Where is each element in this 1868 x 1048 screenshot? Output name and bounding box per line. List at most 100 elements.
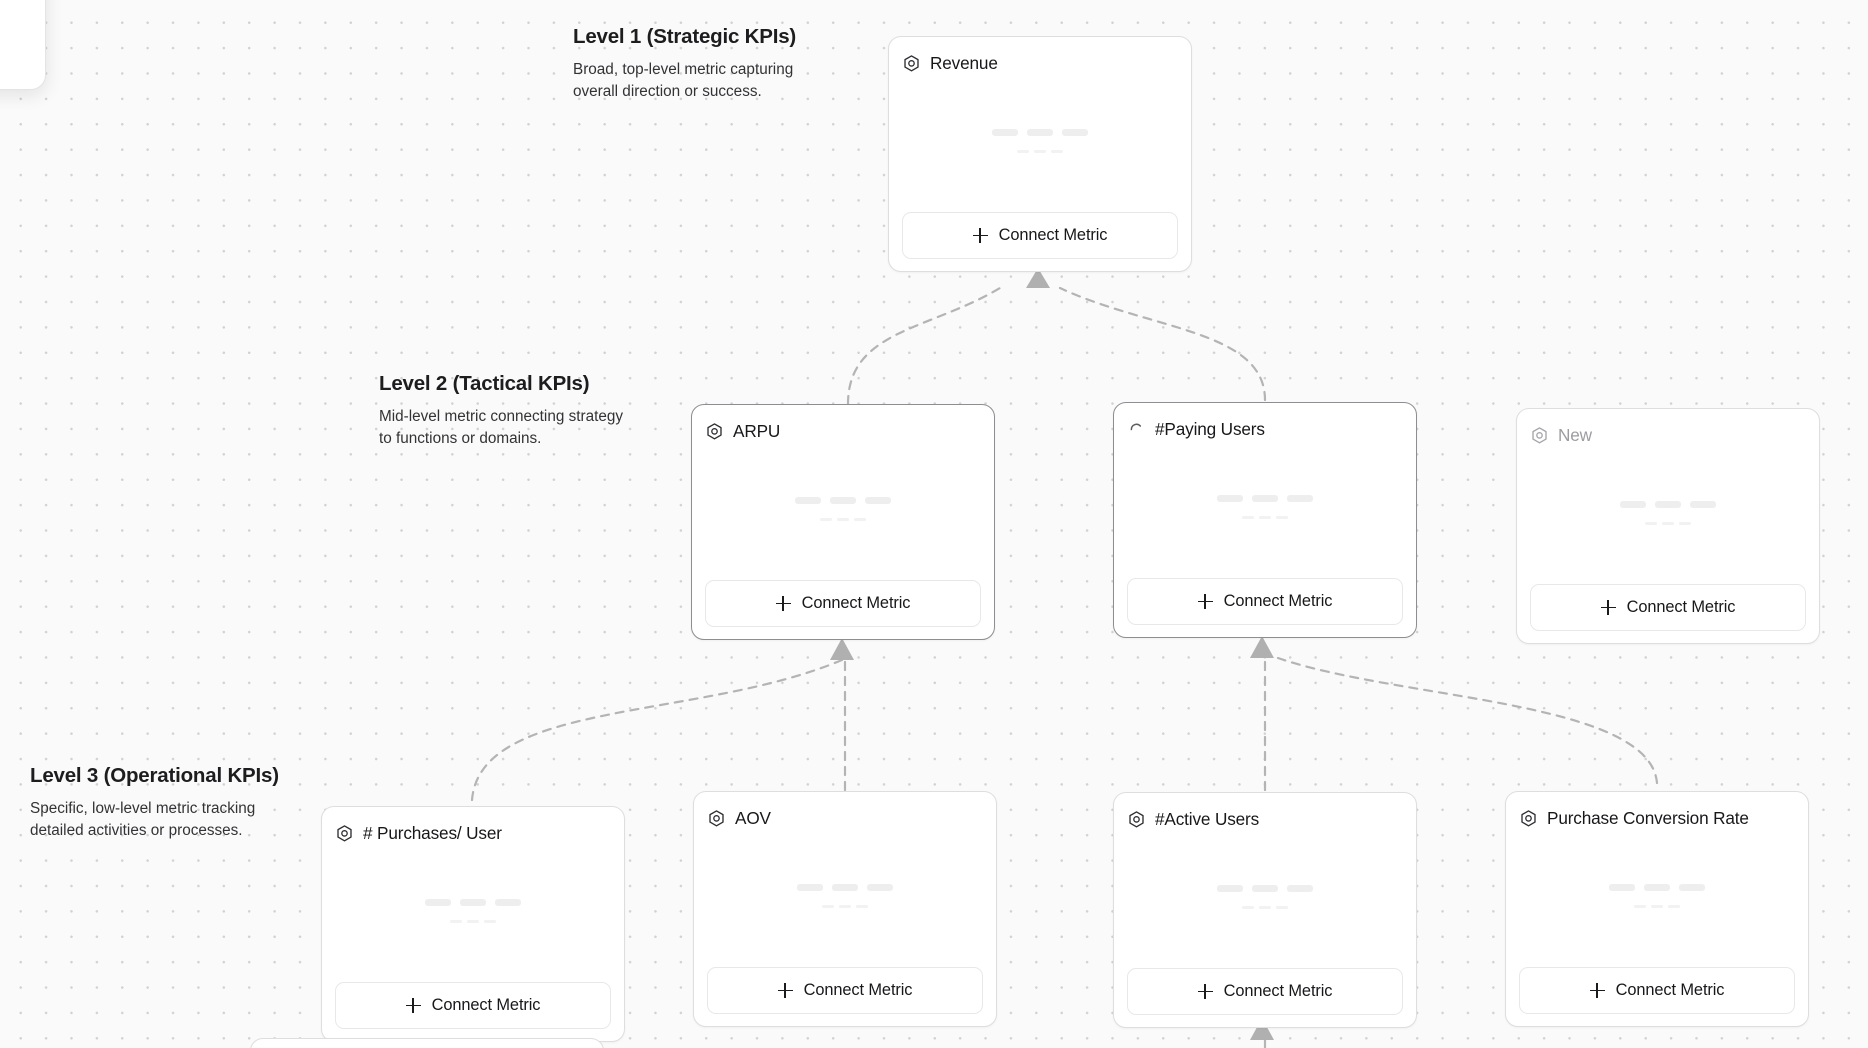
metric-card-paying-users[interactable]: #Paying Users Connect Metric — [1113, 402, 1417, 638]
floating-panel-fragment[interactable] — [0, 0, 46, 90]
skeleton-bar-small — [837, 517, 849, 522]
connect-metric-label: Connect Metric — [998, 226, 1108, 244]
card-title: ARPU — [733, 420, 781, 441]
metric-card-purchase-conversion-rate[interactable]: Purchase Conversion Rate Connect Metric — [1505, 791, 1809, 1027]
skeleton-row-primary — [992, 128, 1088, 136]
card-header: #Paying Users — [1127, 416, 1403, 442]
skeleton-bar — [425, 898, 451, 906]
skeleton-row-primary — [1217, 494, 1313, 502]
plus-icon — [1197, 594, 1213, 609]
skeleton-bar — [1287, 884, 1313, 892]
skeleton-bar-small — [1645, 521, 1657, 526]
skeleton-bar — [1217, 884, 1243, 892]
skeleton-row-primary — [1217, 884, 1313, 892]
metric-card-active-users[interactable]: #Active Users Connect Metric — [1113, 792, 1417, 1028]
skeleton-bar-small — [854, 517, 866, 522]
connect-metric-label: Connect Metric — [801, 594, 911, 612]
card-header: #Active Users — [1127, 806, 1403, 832]
card-header: # Purchases/ User — [335, 820, 611, 846]
card-title: #Paying Users — [1155, 418, 1265, 439]
connect-metric-button[interactable]: Connect Metric — [707, 967, 983, 1014]
card-skeleton-body — [902, 76, 1178, 212]
skeleton-row-secondary — [820, 517, 866, 522]
metric-card-purchases-per-user[interactable]: # Purchases/ User Connect Metric — [321, 806, 625, 1042]
level-1-description: Broad, top-level metric capturing overal… — [573, 61, 794, 100]
connect-metric-label: Connect Metric — [1615, 981, 1725, 999]
card-skeleton-body — [1519, 831, 1795, 967]
skeleton-bar-small — [467, 919, 479, 924]
skeleton-bar — [1644, 883, 1670, 891]
skeleton-bar-small — [1051, 149, 1063, 154]
connect-metric-button[interactable]: Connect Metric — [902, 212, 1178, 259]
plus-icon — [1600, 600, 1616, 615]
skeleton-row-primary — [1609, 883, 1705, 891]
metric-card-offscreen-bottom[interactable] — [250, 1038, 604, 1048]
hexagon-metric-icon — [1129, 810, 1144, 827]
connect-metric-button[interactable]: Connect Metric — [1127, 578, 1403, 625]
skeleton-bar-small — [820, 517, 832, 522]
skeleton-row-primary — [795, 496, 891, 504]
skeleton-bar — [832, 883, 858, 891]
skeleton-bar — [1027, 128, 1053, 136]
level-3-description: Specific, low-level metric tracking deta… — [30, 800, 256, 839]
card-header: Purchase Conversion Rate — [1519, 805, 1795, 831]
skeleton-bar-small — [1242, 905, 1254, 910]
level-note-3: Level 3 (Operational KPIs) Specific, low… — [30, 764, 282, 841]
skeleton-bar — [1609, 883, 1635, 891]
skeleton-bar — [1655, 500, 1681, 508]
plus-icon — [777, 983, 793, 998]
skeleton-bar — [830, 496, 856, 504]
connect-metric-button[interactable]: Connect Metric — [705, 580, 981, 627]
card-header: Revenue — [902, 50, 1178, 76]
plus-icon — [1197, 984, 1213, 999]
skeleton-bar-small — [856, 904, 868, 909]
card-title: Revenue — [930, 52, 998, 73]
metric-card-aov[interactable]: AOV Connect Metric — [693, 791, 997, 1027]
skeleton-bar-small — [1276, 515, 1288, 520]
card-skeleton-body — [1127, 832, 1403, 968]
metric-card-arpu[interactable]: ARPU Connect Metric — [691, 404, 995, 640]
skeleton-row-secondary — [822, 904, 868, 909]
hexagon-metric-icon — [337, 824, 352, 841]
skeleton-bar — [460, 898, 486, 906]
skeleton-bar-small — [1259, 515, 1271, 520]
hexagon-metric-icon — [709, 809, 724, 826]
skeleton-bar-small — [1034, 149, 1046, 154]
metric-card-revenue[interactable]: Revenue Connect Metric — [888, 36, 1192, 272]
hexagon-metric-icon — [904, 54, 919, 71]
skeleton-row-secondary — [1017, 149, 1063, 154]
skeleton-row-primary — [425, 898, 521, 906]
skeleton-row-secondary — [1645, 521, 1691, 526]
connect-metric-label: Connect Metric — [1223, 982, 1333, 1000]
level-1-title: Level 1 (Strategic KPIs) — [573, 25, 797, 48]
skeleton-bar — [795, 496, 821, 504]
card-title: Purchase Conversion Rate — [1547, 807, 1749, 828]
connect-metric-button[interactable]: Connect Metric — [1519, 967, 1795, 1014]
skeleton-bar — [992, 128, 1018, 136]
card-header: AOV — [707, 805, 983, 831]
skeleton-bar-small — [1679, 521, 1691, 526]
skeleton-bar-small — [1276, 905, 1288, 910]
metric-card-new[interactable]: New Connect Metric — [1516, 408, 1820, 644]
connect-metric-button[interactable]: Connect Metric — [335, 982, 611, 1029]
connect-metric-button[interactable]: Connect Metric — [1530, 584, 1806, 631]
skeleton-bar — [1287, 494, 1313, 502]
level-2-title: Level 2 (Tactical KPIs) — [379, 372, 590, 395]
card-title: # Purchases/ User — [363, 822, 502, 843]
connect-metric-label: Connect Metric — [1626, 598, 1736, 616]
skeleton-row-secondary — [1242, 515, 1288, 520]
plus-icon — [775, 596, 791, 611]
skeleton-bar-small — [1259, 905, 1271, 910]
skeleton-bar — [1062, 128, 1088, 136]
skeleton-bar-small — [450, 919, 462, 924]
connect-metric-label: Connect Metric — [803, 981, 913, 999]
card-header: ARPU — [705, 418, 981, 444]
skeleton-bar — [1679, 883, 1705, 891]
skeleton-row-primary — [797, 883, 893, 891]
skeleton-bar — [1252, 494, 1278, 502]
skeleton-bar — [865, 496, 891, 504]
skeleton-bar — [867, 883, 893, 891]
level-3-title: Level 3 (Operational KPIs) — [30, 764, 279, 787]
connect-metric-button[interactable]: Connect Metric — [1127, 968, 1403, 1015]
card-skeleton-body — [1127, 442, 1403, 578]
